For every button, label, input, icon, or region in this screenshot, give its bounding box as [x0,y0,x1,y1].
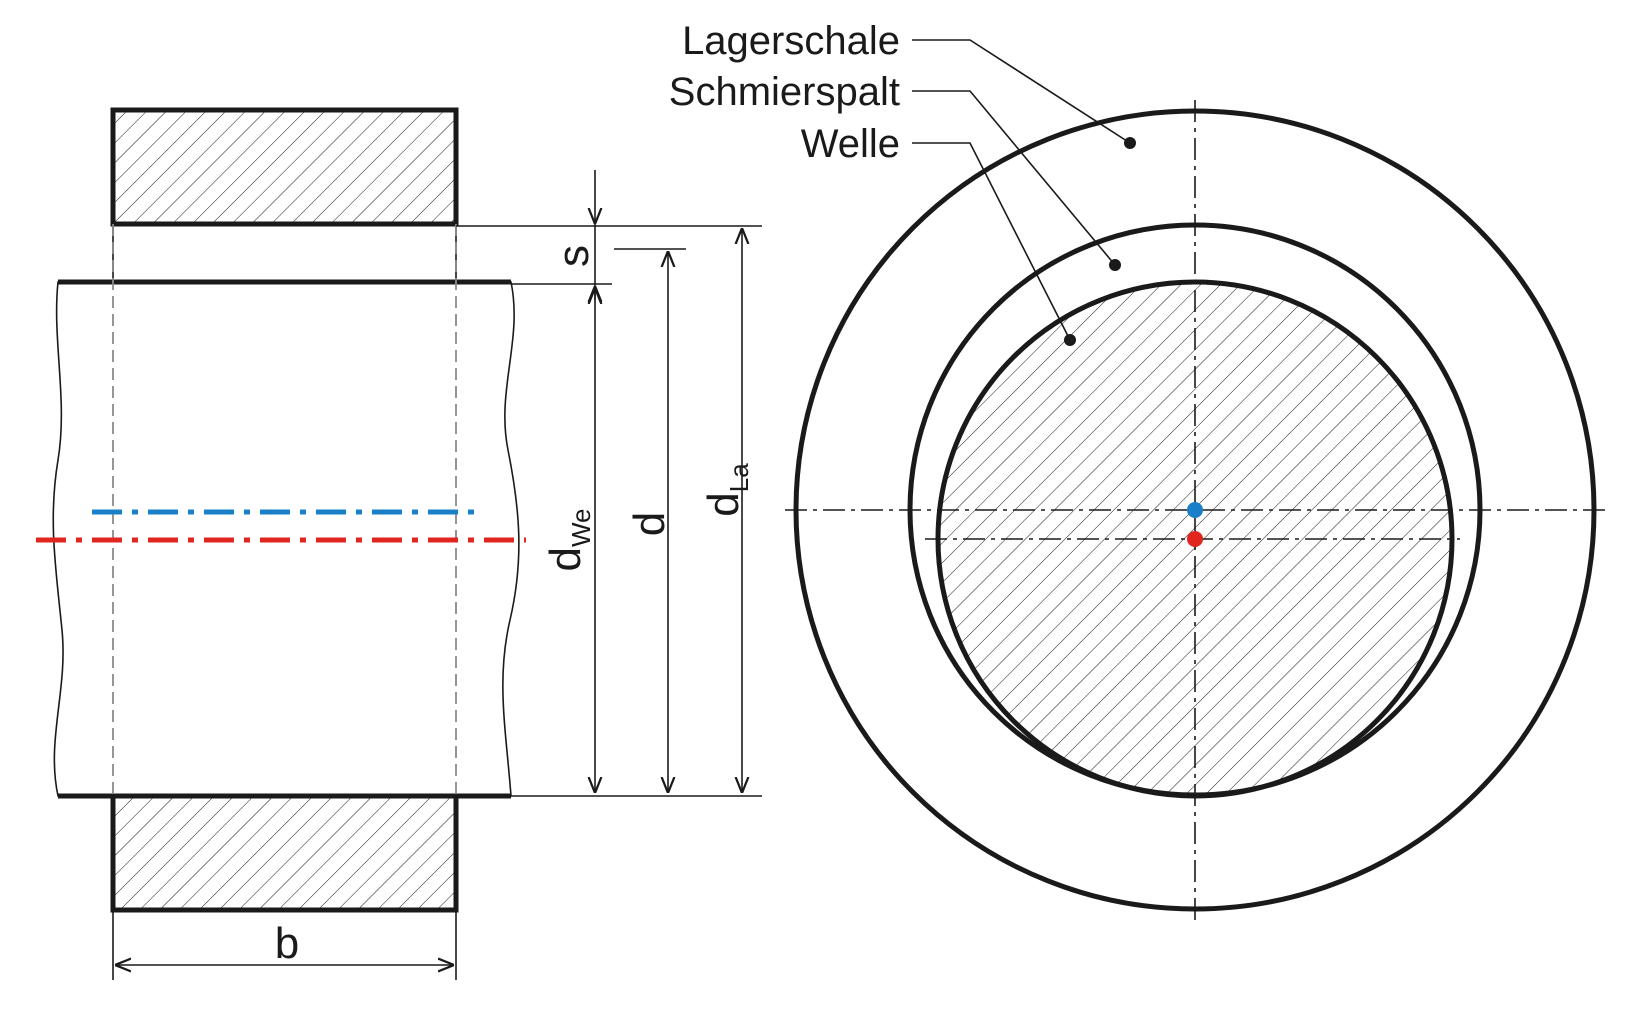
dim-label-b: b [275,919,299,968]
dim-label-d-la: dLa [699,463,754,517]
leader-dot-schmierspalt [1109,259,1121,271]
cross-section: Lagerschale Schmierspalt Welle [669,19,1605,920]
dim-d-la-sub: La [724,463,754,492]
bearing-center-point [1187,502,1203,518]
leader-welle [912,142,1071,341]
dim-d-we-sub: We [566,508,596,547]
label-schmierspalt: Schmierspalt [669,70,900,114]
dim-label-d: d [625,512,674,536]
label-lagerschale: Lagerschale [682,19,900,63]
leader-dot-welle [1064,334,1076,346]
dim-label-s: s [549,245,598,267]
dim-d-la-main: d [699,492,748,516]
longitudinal-section: s dWe d dLa b [36,107,762,980]
upper-bearing-shell [110,107,459,227]
shaft-center-point [1187,531,1203,547]
leader-schmierspalt [912,90,1116,266]
dim-label-d-we: dWe [541,508,596,571]
leader-lagerschale [912,39,1131,144]
lower-bearing-shell [110,793,459,913]
dim-d-we-main: d [541,547,590,571]
leader-dot-lagerschale [1124,137,1136,149]
label-welle: Welle [801,122,900,166]
